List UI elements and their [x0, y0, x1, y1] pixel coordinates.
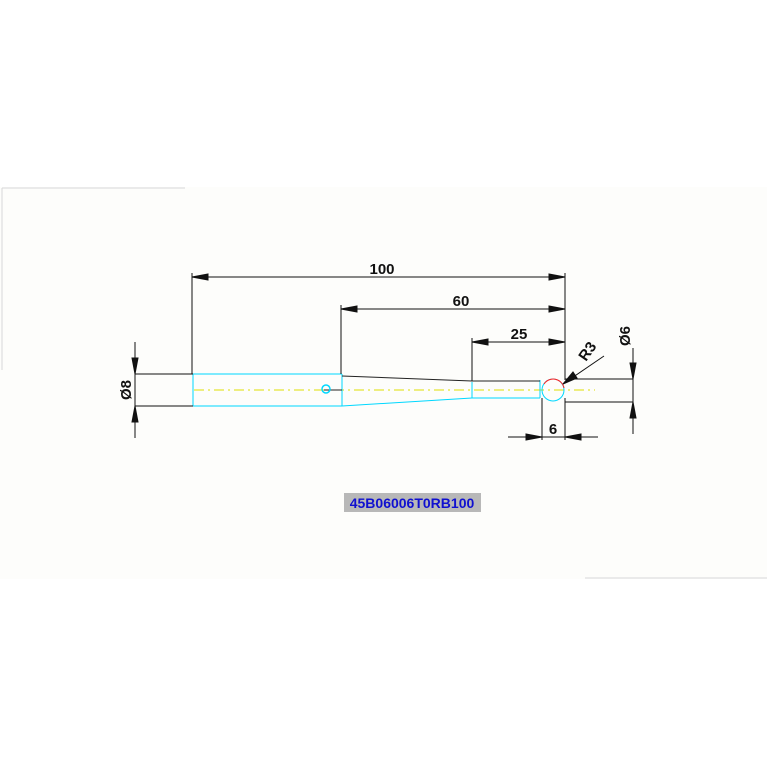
- dimension-overall-length-label: 100: [369, 261, 394, 278]
- dimension-tip-radius-label: R3: [575, 339, 600, 364]
- dimension-tip-diameter-label: Ø6: [617, 326, 634, 346]
- stylus-taper-top: [324, 375, 540, 391]
- dimension-shank-diameter-label: Ø8: [118, 380, 135, 400]
- dimension-tip-diameter: [565, 348, 637, 434]
- dimension-taper-length: [340, 305, 566, 374]
- stylus-shank: [192, 373, 541, 407]
- ball-tip: [541, 378, 565, 402]
- dimension-tip-length: [508, 398, 598, 441]
- part-code: 45B06006T0RB100: [350, 495, 475, 511]
- dimension-taper-length-label: 60: [453, 293, 470, 310]
- dimension-overall-length: [191, 273, 566, 380]
- dimension-straight-length: [471, 338, 566, 381]
- dimension-shank-diameter: [131, 342, 193, 438]
- dimension-straight-length-label: 25: [511, 326, 528, 343]
- part-code-background: [344, 493, 481, 512]
- dimension-tip-length-label: 6: [549, 421, 557, 438]
- drawing-sheet: [0, 187, 767, 579]
- joint-circle: [321, 384, 331, 394]
